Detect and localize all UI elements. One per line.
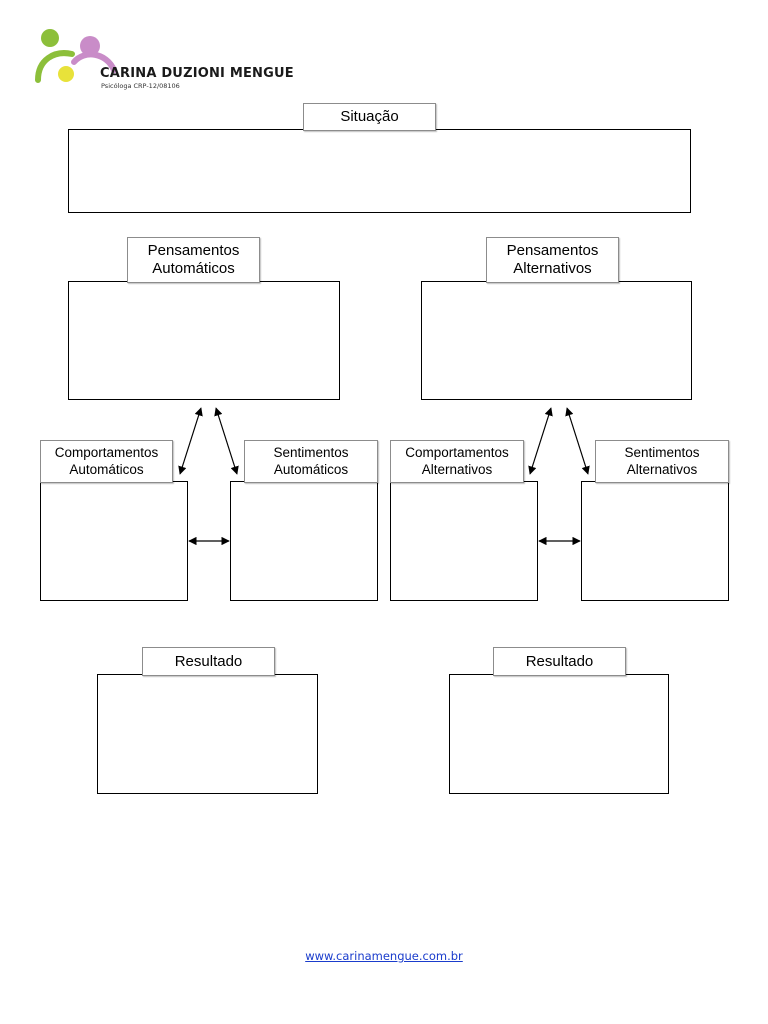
alternative-behaviors-label-2: Alternativos: [421, 461, 493, 477]
automatic-result-tab: Resultado: [142, 647, 275, 676]
alternative-feelings-label-1: Sentimentos: [624, 445, 700, 461]
arrow-thoughts-behaviors-auto: [178, 407, 203, 475]
automatic-behaviors-label-2: Automáticos: [69, 461, 144, 477]
alternative-thoughts-label-1: Pensamentos: [506, 242, 599, 259]
alternative-behaviors-label-1: Comportamentos: [405, 445, 509, 461]
automatic-thoughts-box[interactable]: [68, 281, 340, 400]
alternative-behaviors-box[interactable]: [390, 481, 538, 601]
automatic-thoughts-tab: Pensamentos Automáticos: [127, 237, 260, 283]
alternative-result-box[interactable]: [449, 674, 669, 794]
automatic-feelings-label-1: Sentimentos: [273, 445, 349, 461]
logo-name: CARINA DUZIONI MENGUE: [100, 66, 294, 81]
automatic-thoughts-label-2: Automáticos: [152, 260, 235, 277]
alternative-result-tab: Resultado: [493, 647, 626, 676]
alternative-feelings-tab: Sentimentos Alternativos: [595, 440, 729, 483]
footer: www.carinamengue.com.br: [0, 949, 768, 963]
arrow-thoughts-feelings-alt: [565, 407, 590, 475]
alternative-behaviors-tab: Comportamentos Alternativos: [390, 440, 524, 483]
logo-subtitle: Psicóloga CRP-12/08106: [101, 82, 180, 90]
automatic-feelings-tab: Sentimentos Automáticos: [244, 440, 378, 483]
automatic-feelings-box[interactable]: [230, 481, 378, 601]
website-link[interactable]: www.carinamengue.com.br: [305, 949, 463, 963]
automatic-behaviors-box[interactable]: [40, 481, 188, 601]
arrow-thoughts-behaviors-alt: [528, 407, 553, 475]
alternative-thoughts-tab: Pensamentos Alternativos: [486, 237, 619, 283]
arrow-thoughts-feelings-auto: [214, 407, 239, 475]
situation-box[interactable]: [68, 129, 691, 213]
situation-label: Situação: [340, 108, 399, 125]
alternative-feelings-box[interactable]: [581, 481, 729, 601]
automatic-result-label: Resultado: [174, 652, 243, 670]
alternative-thoughts-box[interactable]: [421, 281, 692, 400]
situation-tab: Situação: [303, 103, 436, 131]
automatic-thoughts-label-1: Pensamentos: [147, 242, 240, 259]
automatic-behaviors-label-1: Comportamentos: [54, 445, 159, 461]
alternative-result-label: Resultado: [525, 652, 594, 670]
automatic-feelings-label-2: Automáticos: [273, 461, 349, 477]
logo-figures-icon: [35, 29, 117, 83]
automatic-behaviors-tab: Comportamentos Automáticos: [40, 440, 173, 483]
alternative-feelings-label-2: Alternativos: [626, 461, 698, 477]
automatic-result-box[interactable]: [97, 674, 318, 794]
alternative-thoughts-label-2: Alternativos: [513, 260, 592, 277]
